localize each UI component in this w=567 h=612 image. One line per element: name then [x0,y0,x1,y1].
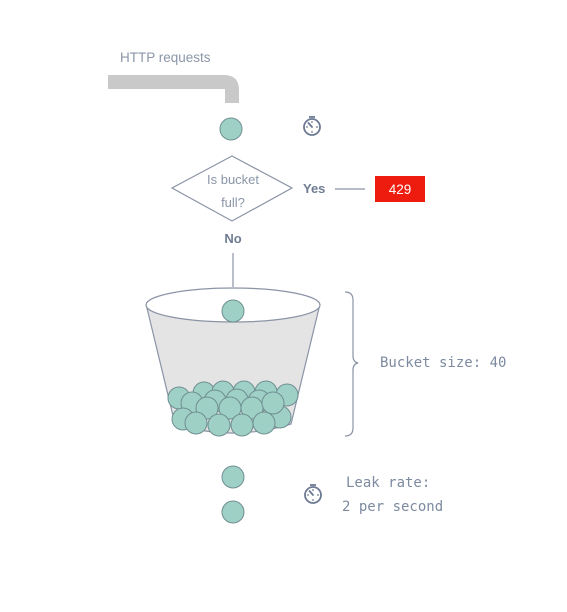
falling-request-ball [221,299,245,323]
rejection-status-code: 429 [389,182,412,197]
timer-icon [303,116,321,136]
bucket-size-brace [344,291,359,437]
bucket-ball [261,391,285,415]
bucket-ball [184,411,208,435]
bucket-ball [207,413,231,437]
request-pipe [108,75,239,103]
leak-rate-label: Leak rate: [346,475,430,491]
no-label: No [224,231,241,246]
bucket [145,287,321,437]
rejection-badge [375,176,425,202]
decision-question-line2: full? [221,195,245,210]
yes-label: Yes [303,181,325,196]
bucket-ball [252,411,276,435]
decision-diamond [170,155,294,222]
incoming-request-ball [219,117,243,141]
timer-icon [304,484,322,504]
bucket-size-label: Bucket size: 40 [380,355,506,371]
leaked-request-ball [221,465,245,489]
http-requests-label: HTTP requests [120,50,211,65]
decision-question-line1: Is bucket [207,172,259,187]
bucket-ball [230,413,254,437]
bucket-contents [167,380,299,437]
leaked-request-ball [221,500,245,524]
leak-rate-value: 2 per second [342,499,443,515]
